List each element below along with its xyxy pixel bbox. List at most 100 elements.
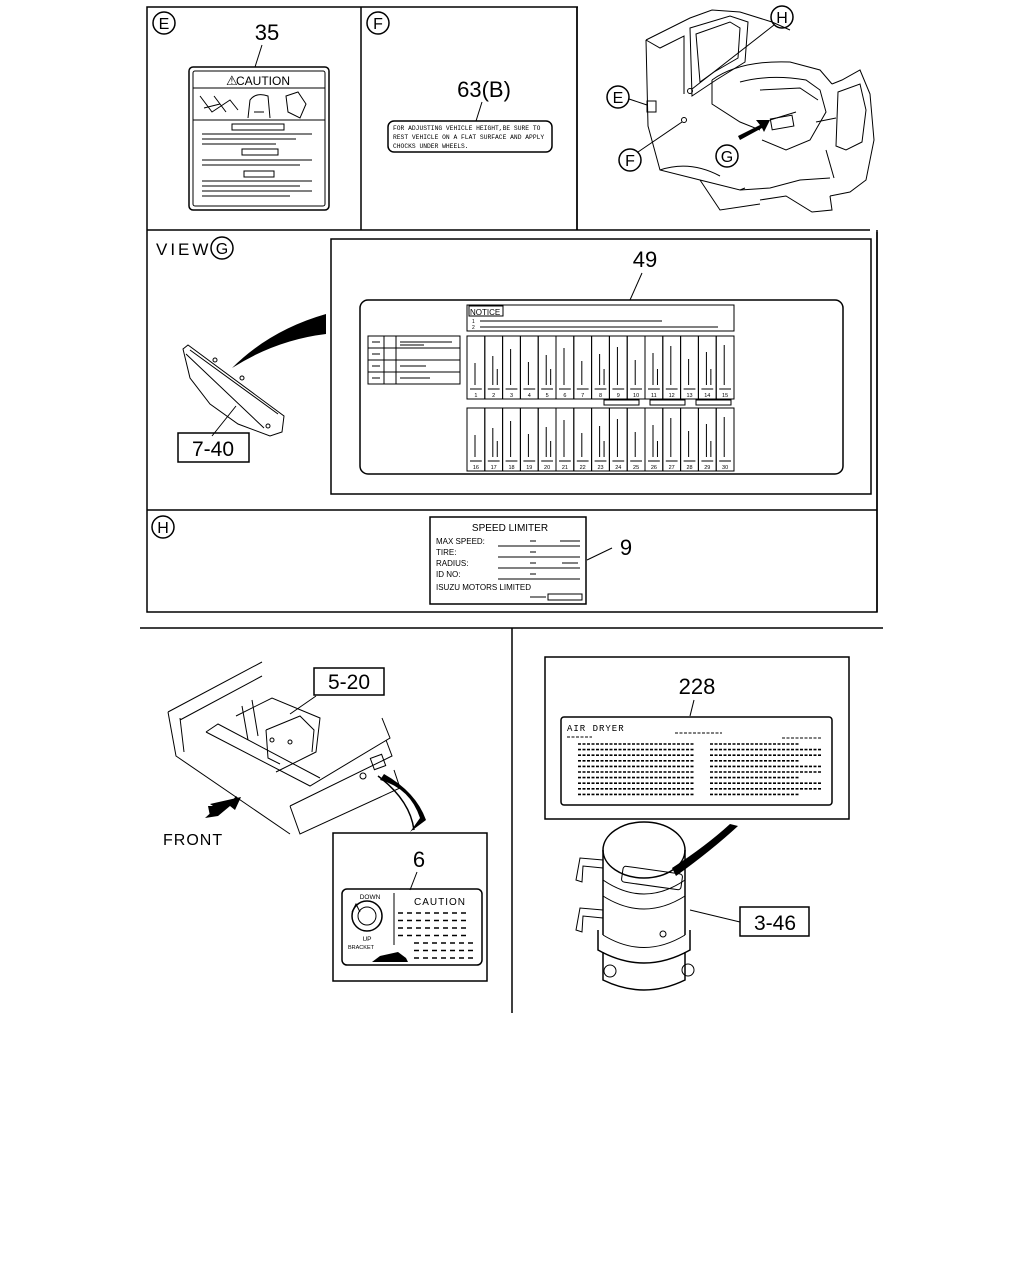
front-label: FRONT [163,832,223,849]
cab-tilt-pictogram-icon [247,94,271,119]
rotate-dial-icon [351,900,383,932]
notice-top-col-4: 4 [528,393,531,399]
callout-h-cab-letter: H [776,10,788,27]
part-box-3-46 [739,906,810,937]
arrow-g-icon [738,120,770,140]
caution-label-35: ⚠ CAUTION [188,66,330,211]
callout-circle-h-cab [770,5,794,29]
notice-bottom-col-19: 19 [526,465,532,471]
callout-e-letter: E [159,16,170,33]
notice-bottom-col-25: 25 [633,465,639,471]
notice-top-col-6: 6 [563,393,566,399]
notice-top-col-2: 2 [492,393,495,399]
caution-6-bracket: BRACKET [348,945,375,951]
part-number-228: 228 [679,674,716,699]
callout-circle-f-cab [618,148,642,172]
notice-top-col-12: 12 [669,393,675,399]
part-number-9: 9 [620,535,632,560]
part-number-63b: 63(B) [457,77,511,102]
svg-text:1: 1 [472,319,475,325]
air-dryer-component [575,821,741,991]
callout-f-cab-letter: F [625,153,635,170]
caution-6-up: UP [362,936,371,943]
callout-e-cab-letter: E [613,90,624,107]
notice-top-col-3: 3 [510,393,513,399]
notice-top-col-5: 5 [546,393,549,399]
cab-pictogram-icon [285,91,307,119]
callout-g-cab-letter: G [721,149,733,166]
speed-limiter-maker: ISUZU MOTORS LIMITED [436,583,531,592]
notice-bottom-col-28: 28 [686,465,692,471]
notice-top-col-8: 8 [599,393,602,399]
panel-caution-6: 6 DOWN UP BRACKET CAUTION [332,832,488,982]
notice-bottom-col-17: 17 [491,465,497,471]
part-number-3-46: 3-46 [754,912,796,935]
panel-h: H SPEED LIMITER MAX SPEED: TIRE: RADIUS:… [151,515,632,605]
caution-title-35: CAUTION [236,74,290,88]
callout-circle-f [366,11,390,35]
notice-top-col-10: 10 [633,393,639,399]
notice-top-col-13: 13 [686,393,692,399]
notice-top-col-7: 7 [581,393,584,399]
part-box-5-20 [313,667,385,696]
view-g-letter: G [216,241,228,258]
part-number-5-20: 5-20 [328,671,370,694]
notice-bottom-col-26: 26 [651,465,657,471]
svg-text:2: 2 [472,325,475,331]
callout-h-letter: H [157,520,169,537]
notice-bottom-col-20: 20 [544,465,550,471]
speed-row-tire: TIRE: [436,548,456,557]
hand-pictogram-icon [199,95,239,113]
notice-bottom-col-18: 18 [508,465,514,471]
cab-illustration: E F G H [606,5,875,213]
speed-limiter-label: SPEED LIMITER MAX SPEED: TIRE: RADIUS: I… [429,516,587,605]
part-number-7-40: 7-40 [192,438,234,461]
air-dryer-text-lines [567,732,822,796]
speed-limiter-title: SPEED LIMITER [472,523,548,534]
warning-label-63: FOR ADJUSTING VEHICLE HEIGHT,BE SURE TO … [387,120,553,153]
bracket-pictogram-icon [372,952,408,962]
view-arrow-icon [232,314,326,368]
notice-bottom-col-24: 24 [615,465,621,471]
panel-air-dryer: 228 AIR DRYER 3-46 [544,656,850,991]
part-number-35: 35 [255,20,279,45]
panel-e: E 35 ⚠ CAUTION [152,11,330,211]
notice-bottom-col-29: 29 [704,465,710,471]
label-63-line3: CHOCKS UNDER WHEELS. [393,143,469,150]
label-63-line2: REST VEHICLE ON A FLAT SURFACE AND APPLY [393,134,544,141]
speed-row-id: ID NO: [436,570,460,579]
callout-circle-e [152,11,176,35]
notice-top-col-15: 15 [722,393,728,399]
warning-triangle-icon: ⚠ [226,73,238,88]
notice-bottom-col-23: 23 [597,465,603,471]
callout-circle-e-cab [606,85,630,109]
notice-top-col-1: 1 [474,393,477,399]
speed-row-radius: RADIUS: [436,559,468,568]
callout-circle-g-cab [715,144,739,168]
panel-view-g: VIEW G 7-40 49 NOTICE 1 2 [156,236,872,495]
top-frame [146,6,878,613]
notice-bottom-col-30: 30 [722,465,728,471]
notice-title: NOTICE [470,308,500,317]
callout-f-letter: F [373,16,383,33]
caution-6-title: CAUTION [414,897,466,908]
front-arrow-icon [205,797,241,818]
chassis-frame-illustration [167,661,426,835]
view-label: VIEW [156,240,211,259]
part-number-6: 6 [413,847,425,872]
caution-6-text-lines [398,912,473,959]
part-box-7-40 [177,432,250,463]
callout-circle-h [151,515,175,539]
notice-top-col-11: 11 [651,393,657,399]
glove-box-panel [182,344,285,437]
notice-bottom-col-21: 21 [562,465,568,471]
notice-top-col-14: 14 [704,393,710,399]
notice-bottom-col-27: 27 [669,465,675,471]
air-dryer-title: AIR DRYER [567,724,625,734]
speed-row-max-speed: MAX SPEED: [436,537,485,546]
part-number-49: 49 [633,247,657,272]
